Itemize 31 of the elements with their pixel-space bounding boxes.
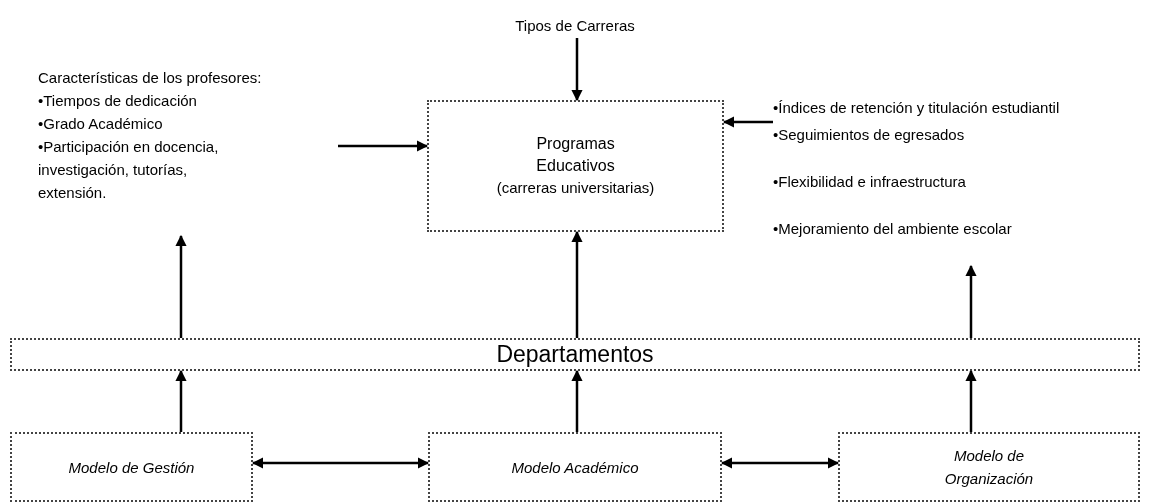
arrow <box>571 38 583 102</box>
box-title: Modelo Académico <box>511 457 639 478</box>
model-box <box>838 432 1140 502</box>
model-box <box>428 432 722 502</box>
bullet-item: •Participación en docencia, investigación, tutorías, extensión. <box>38 137 220 203</box>
box-subtitle: (carreras universitarias) <box>496 178 655 198</box>
model-box <box>10 432 253 502</box>
bullet-item: •Seguimientos de egresados <box>773 125 966 145</box>
arrow <box>175 234 187 338</box>
arrow <box>175 369 187 432</box>
bullet-item: •Flexibilidad e infraestructura <box>773 172 967 192</box>
arrow <box>965 264 977 338</box>
department-band <box>10 338 1140 371</box>
box-title: Modelo de Gestión <box>68 457 195 478</box>
bullet-item: •Mejoramiento del ambiente escolar <box>773 219 1013 239</box>
bullet-item: •Índices de retención y titulación estudiantil <box>773 98 1061 118</box>
double-arrow <box>251 457 430 469</box>
arrow <box>571 230 583 338</box>
box-title: Modelo de Organización <box>943 446 1035 489</box>
arrow <box>338 140 429 152</box>
process-box <box>427 100 724 232</box>
box-title: Programas Educativos <box>535 134 616 176</box>
band-title: Departamentos <box>496 341 654 368</box>
bullet-item: •Tiempos de dedicación <box>38 91 198 111</box>
text-label: Tipos de Carreras <box>514 16 636 36</box>
heading-text: Características de los profesores: <box>38 68 263 88</box>
arrow <box>571 369 583 432</box>
double-arrow <box>720 457 840 469</box>
bullet-item: •Grado Académico <box>38 114 164 134</box>
arrow <box>965 369 977 432</box>
arrow <box>722 116 773 128</box>
